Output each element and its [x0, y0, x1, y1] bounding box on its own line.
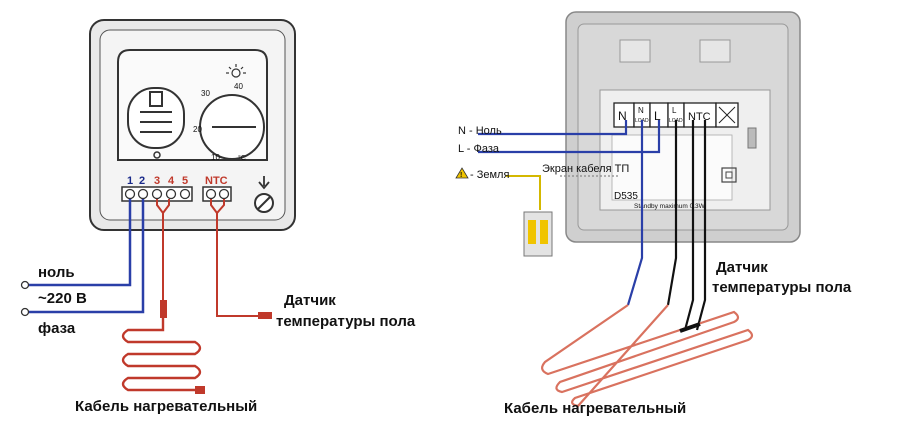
left-cable-coupling	[160, 300, 167, 318]
left-wire-sensor	[216, 213, 258, 317]
left-wire-neutral	[28, 199, 132, 287]
left-thermostat: 30 40 20 10 °C 1 2 3 4 5 NTC	[20, 19, 416, 415]
standby-label: Standby maximum 0.3W	[634, 203, 706, 210]
right-wire-l-load	[666, 120, 678, 306]
label-phase: фаза	[38, 320, 76, 337]
right-wire-sensor-a	[683, 120, 695, 331]
terminal-number-3: 3	[154, 175, 160, 187]
right-wire-ground	[506, 175, 541, 210]
terminal-number-5: 5	[182, 175, 188, 187]
terminal-l: L	[654, 109, 661, 123]
terminal-number-4: 4	[168, 175, 175, 187]
sun-icon	[226, 64, 246, 78]
terminal-n: N	[618, 109, 627, 123]
label-sensor-line1: Датчик	[284, 292, 336, 309]
warning-icon: !	[455, 167, 469, 179]
label-neutral: ноль	[38, 264, 75, 281]
dial-mark-20: 20	[193, 125, 202, 134]
left-indicator-led	[153, 151, 161, 159]
left-terminal-screws	[124, 188, 191, 200]
right-heating-cable	[541, 304, 754, 408]
label-sensor-right-line2: температуры пола	[712, 279, 852, 296]
terminal-ntc: NTC	[688, 111, 711, 123]
left-heating-cable	[121, 318, 202, 392]
left-wire-phase	[28, 199, 145, 314]
label-heating-cable: Кабель нагревательный	[75, 398, 257, 415]
label-ground: - Земля	[470, 169, 509, 181]
svg-text:!: !	[460, 172, 462, 179]
terminal-l-load: L	[672, 106, 677, 115]
right-thermostat: N N LOAD L L LOAD NTC D535 Standby maxim…	[455, 11, 852, 417]
dial-mark-unit: °C	[238, 154, 246, 162]
dial-mark-30: 30	[201, 89, 210, 98]
label-l-phase: L - Фаза	[458, 143, 500, 155]
terminal-n-load: N	[638, 106, 644, 115]
model-label: D535	[614, 191, 638, 202]
label-sensor-line2: температуры пола	[276, 313, 416, 330]
label-voltage: ~220 В	[38, 290, 87, 307]
dial-mark-10: 10	[211, 153, 220, 162]
label-n-neutral: N - Ноль	[458, 125, 502, 137]
right-wire-l	[478, 120, 661, 154]
label-cable-screen: Экран кабеля ТП	[542, 163, 629, 175]
right-wire-sensor-b	[695, 120, 707, 331]
terminal-number-2: 2	[139, 175, 145, 187]
left-sensor-probe	[258, 312, 272, 319]
right-spec-plate	[611, 134, 733, 201]
dial-mark-40: 40	[234, 82, 243, 91]
label-sensor-right-line1: Датчик	[716, 259, 768, 276]
terminal-number-1: 1	[127, 175, 133, 187]
label-heating-cable-right: Кабель нагревательный	[504, 400, 686, 417]
right-wire-n-load	[626, 120, 644, 306]
right-sensor-probe	[679, 322, 701, 333]
right-wire-n	[478, 120, 628, 136]
ntc-label: NTC	[205, 175, 228, 187]
